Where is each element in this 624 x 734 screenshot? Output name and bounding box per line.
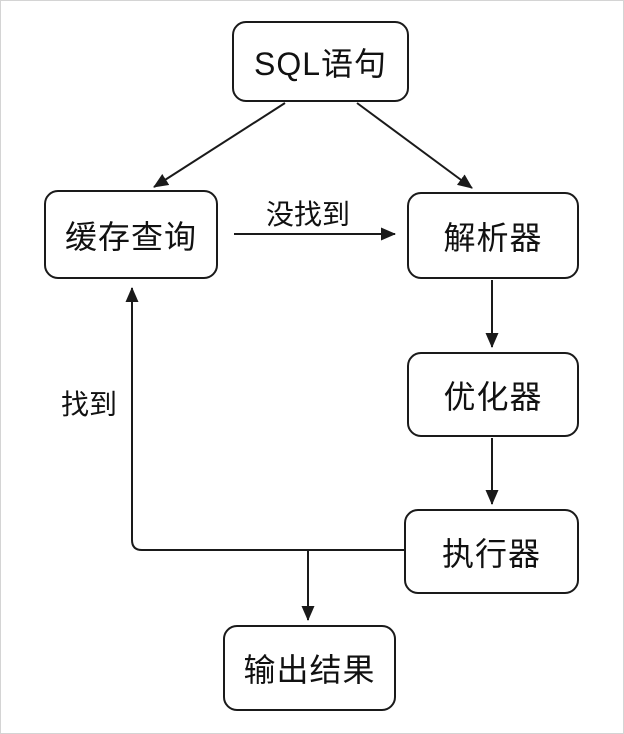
edge-label-not-found: 没找到 — [263, 199, 353, 231]
edge-label-found: 找到 — [59, 389, 119, 421]
arrow-sql-to-parser — [356, 102, 473, 189]
arrow-executor-to-cache — [125, 287, 404, 551]
node-executor: 执行器 — [404, 509, 579, 594]
node-cache-lookup: 缓存查询 — [44, 190, 218, 279]
node-sql-statement: SQL语句 — [232, 21, 409, 102]
node-output-result: 输出结果 — [223, 625, 396, 711]
node-optimizer: 优化器 — [407, 352, 579, 437]
arrow-sql-to-cache — [153, 102, 286, 188]
node-parser: 解析器 — [407, 192, 579, 279]
